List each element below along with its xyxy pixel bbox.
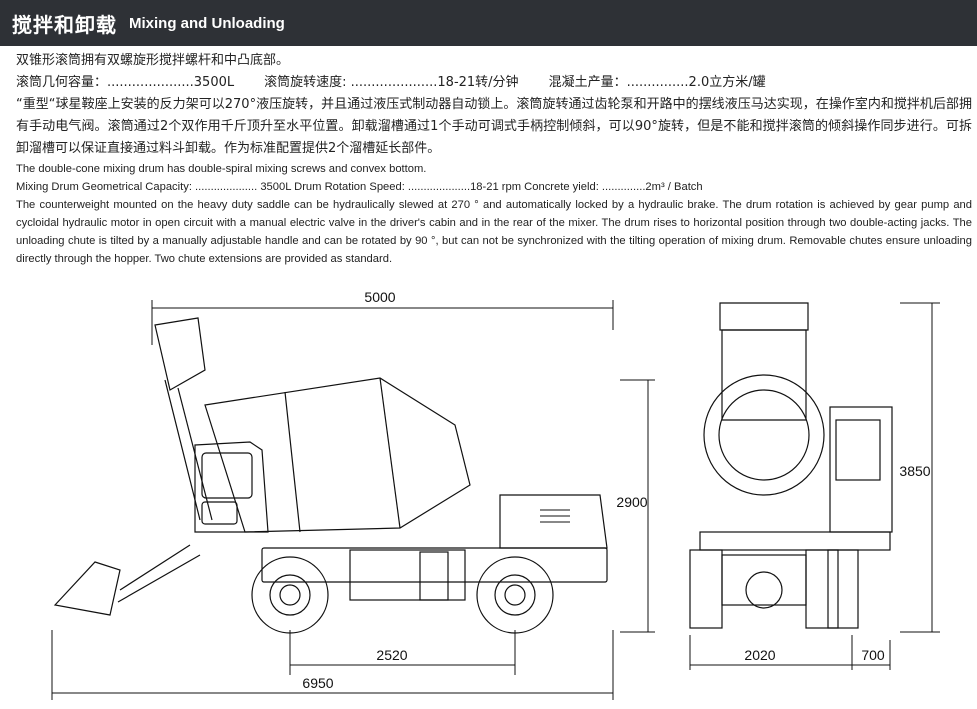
dim-label-wheelbase: 2520 bbox=[376, 647, 407, 663]
description-block: 双锥形滚筒拥有双螺旋形搅拌螺杆和中凸底部。 滚筒几何容量：...........… bbox=[16, 50, 972, 268]
dim-label-front-height: 3850 bbox=[899, 463, 930, 479]
side-view-truck bbox=[53, 317, 608, 634]
dim-label-top-length: 5000 bbox=[364, 289, 395, 305]
cn-description-paragraph: “重型“球星鞍座上安装的反力架可以270°液压旋转，并且通过液压式制动器自动锁上… bbox=[16, 97, 972, 156]
cn-spec-capacity: 滚筒几何容量：.....................3500L bbox=[16, 75, 235, 90]
front-view-truck bbox=[689, 302, 893, 629]
en-drum-intro: The double-cone mixing drum has double-s… bbox=[16, 163, 427, 175]
dim-label-overall-length: 6950 bbox=[302, 675, 333, 691]
side-dimension-lines bbox=[51, 300, 655, 700]
cn-drum-intro: 双锥形滚筒拥有双螺旋形搅拌螺杆和中凸底部。 bbox=[16, 53, 290, 68]
cn-spec-row: 滚筒几何容量：.....................3500L 滚筒旋转速度… bbox=[16, 72, 972, 94]
dim-label-track-width: 2020 bbox=[744, 647, 775, 663]
en-spec-row: Mixing Drum Geometrical Capacity: ......… bbox=[16, 181, 703, 193]
cn-spec-rotation: 滚筒旋转速度: .....................18-21转/分钟 bbox=[264, 75, 519, 90]
dim-label-side-height: 2900 bbox=[616, 494, 647, 510]
en-description-paragraph: The counterweight mounted on the heavy d… bbox=[16, 199, 972, 265]
header-bar: 搅拌和卸载 Mixing and Unloading bbox=[0, 0, 977, 46]
cn-spec-yield: 混凝土产量：...............2.0立方米/罐 bbox=[548, 75, 766, 90]
title-english: Mixing and Unloading bbox=[129, 14, 285, 32]
title-chinese: 搅拌和卸载 bbox=[12, 12, 117, 37]
dim-label-side-offset: 700 bbox=[861, 647, 885, 663]
technical-drawing: 5000 2900 2520 6950 3850 2020 700 bbox=[51, 289, 940, 700]
front-dimension-lines bbox=[689, 302, 940, 670]
